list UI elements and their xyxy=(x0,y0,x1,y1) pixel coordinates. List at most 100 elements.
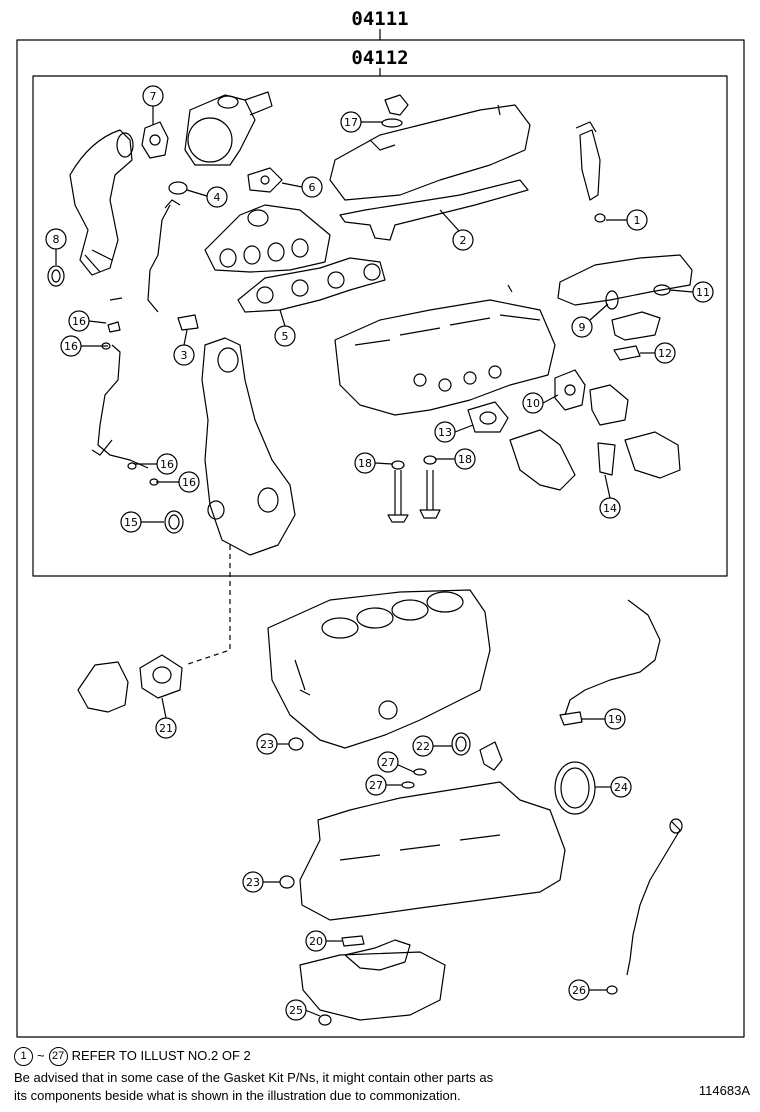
intake-valve xyxy=(387,460,409,523)
water-inlet-housing xyxy=(509,429,576,491)
fuel-injector xyxy=(575,121,606,223)
timing-chain-cover xyxy=(201,337,296,556)
manifold-gasket xyxy=(237,257,386,313)
callout-4: 4 xyxy=(186,186,228,208)
svg-text:16: 16 xyxy=(72,315,86,328)
callout-12: 12 xyxy=(640,342,676,364)
svg-text:25: 25 xyxy=(289,1004,303,1017)
svg-text:4: 4 xyxy=(214,191,221,204)
o-ring-27-b xyxy=(401,781,415,789)
cylinder-block xyxy=(267,589,491,749)
rear-oil-seal xyxy=(554,761,596,815)
water-pump-gasket xyxy=(139,654,183,699)
svg-text:16: 16 xyxy=(182,476,196,489)
dipstick-guide-gasket xyxy=(559,711,583,726)
callout-17: 17 xyxy=(340,111,383,133)
svg-text:5: 5 xyxy=(282,330,289,343)
svg-text:2: 2 xyxy=(460,234,467,247)
svg-text:27: 27 xyxy=(369,779,383,792)
oil-strainer-gasket xyxy=(341,935,365,947)
gasket-14 xyxy=(597,442,616,476)
egr-valve xyxy=(611,311,661,341)
water-outlet-gasket xyxy=(554,369,586,411)
callout-6: 6 xyxy=(281,176,323,198)
svg-text:16: 16 xyxy=(160,458,174,471)
svg-text:20: 20 xyxy=(309,935,323,948)
gasket-3 xyxy=(177,314,199,331)
svg-text:10: 10 xyxy=(526,397,540,410)
callout-24: 24 xyxy=(595,776,632,798)
head-cover-gasket xyxy=(339,179,529,241)
dipstick-o-ring xyxy=(606,985,618,995)
outer-group-code: 04111 xyxy=(351,8,408,30)
outer-group-frame xyxy=(16,39,745,1038)
figure-id: 114683A xyxy=(698,1083,750,1098)
callout-22: 22 xyxy=(412,735,452,757)
callout-25: 25 xyxy=(285,999,321,1021)
callout-23-b: 23 xyxy=(242,871,280,893)
svg-text:27: 27 xyxy=(381,756,395,769)
reference-note: 1 ~ 27 REFER TO ILLUST NO.2 OF 2 xyxy=(14,1046,251,1066)
callout-21: 21 xyxy=(155,697,177,739)
inner-group-code: 04112 xyxy=(351,47,408,69)
ref-tilde: ~ xyxy=(37,1048,45,1063)
callout-11: 11 xyxy=(669,281,714,303)
svg-text:26: 26 xyxy=(572,984,586,997)
oil-filler-cap xyxy=(384,94,409,116)
svg-text:3: 3 xyxy=(181,349,188,362)
svg-text:8: 8 xyxy=(53,233,60,246)
svg-text:18: 18 xyxy=(458,453,472,466)
inner-group-frame xyxy=(32,75,728,577)
cylinder-head-cover xyxy=(329,104,531,201)
svg-text:21: 21 xyxy=(159,722,173,735)
svg-text:7: 7 xyxy=(150,90,157,103)
ref-end-circle: 27 xyxy=(48,1046,68,1066)
dipstick-guide xyxy=(564,599,661,716)
callout-8: 8 xyxy=(45,228,67,287)
oil-seal-15 xyxy=(164,510,184,534)
callout-26: 26 xyxy=(568,979,607,1001)
callout-19: 19 xyxy=(582,708,626,730)
o-ring-27-a xyxy=(413,768,427,776)
svg-text:13: 13 xyxy=(438,426,452,439)
callout-1: 1 xyxy=(606,209,648,231)
catalytic-converter xyxy=(69,129,134,276)
dashed-connector xyxy=(184,545,231,666)
oil-strainer xyxy=(344,939,411,971)
svg-text:24: 24 xyxy=(614,781,628,794)
advice-line-1: Be advised that in some case of the Gask… xyxy=(14,1070,494,1085)
water-pump xyxy=(77,661,129,713)
callout-5: 5 xyxy=(274,309,296,347)
turbocharger xyxy=(184,91,273,166)
o-ring-23-upper xyxy=(288,737,304,751)
callout-13: 13 xyxy=(434,421,474,443)
oil-pan xyxy=(299,951,446,1021)
svg-text:18: 18 xyxy=(358,457,372,470)
callout-9: 9 xyxy=(571,303,609,338)
callout-18-a: 18 xyxy=(354,452,393,474)
svg-text:14: 14 xyxy=(603,502,617,515)
svg-text:23: 23 xyxy=(260,738,274,751)
exhaust-valve xyxy=(419,455,441,519)
callout-10: 10 xyxy=(522,392,559,414)
cylinder-head xyxy=(334,284,556,416)
svg-text:11: 11 xyxy=(696,286,710,299)
callout-7: 7 xyxy=(142,85,164,125)
svg-text:12: 12 xyxy=(658,347,672,360)
svg-text:6: 6 xyxy=(309,181,316,194)
svg-text:22: 22 xyxy=(416,740,430,753)
callout-3: 3 xyxy=(173,329,195,366)
svg-text:9: 9 xyxy=(579,321,586,334)
water-outlet xyxy=(589,384,629,426)
callout-15: 15 xyxy=(120,511,164,533)
oil-filter-bracket xyxy=(479,741,503,771)
ref-text: REFER TO ILLUST NO.2 OF 2 xyxy=(71,1048,251,1063)
callout-18-b: 18 xyxy=(436,448,476,470)
oil-dipstick xyxy=(626,821,681,976)
callout-16-a: 16 xyxy=(68,310,107,332)
crankcase-lower xyxy=(299,781,566,921)
gasket-12 xyxy=(613,345,641,361)
turbo-gasket xyxy=(141,121,169,159)
thermostat-housing xyxy=(624,431,681,479)
